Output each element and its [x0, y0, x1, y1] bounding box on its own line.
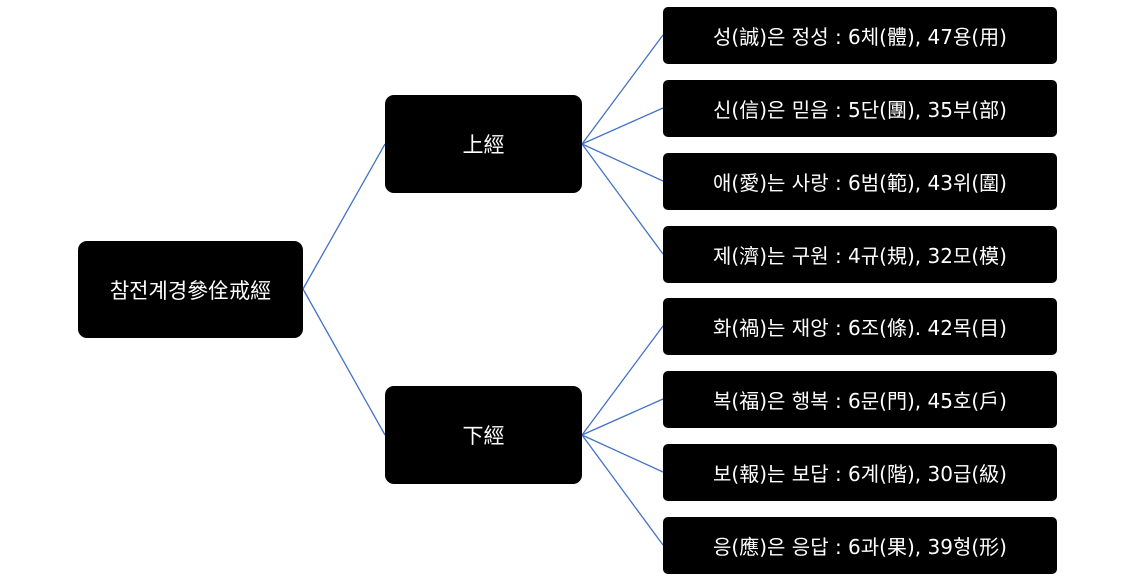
leaf-node-label: 보(報)는 보답 : 6계(階), 30급(級) — [713, 462, 1007, 486]
leaf-node-label: 애(愛)는 사랑 : 6범(範), 43위(圍) — [713, 171, 1007, 195]
connector-upper-to-leaf-2 — [581, 107, 664, 145]
connector-upper-to-leaf-3 — [581, 143, 664, 182]
connector-lower-to-leaf-5 — [581, 325, 664, 436]
connector-lower-to-leaf-6 — [581, 398, 664, 436]
root-node-chamjeon-gyegyeong: 참전계경參佺戒經 — [78, 241, 303, 338]
branch-node-label: 下經 — [462, 424, 505, 448]
branch-node-upper-scripture: 上經 — [385, 95, 582, 193]
connector-root-to-lower — [302, 288, 386, 436]
leaf-node-seong: 성(誠)은 정성 : 6체(體), 47용(用) — [663, 7, 1057, 64]
connector-lower-to-leaf-7 — [581, 434, 664, 473]
leaf-node-label: 화(禍)는 재앙 : 6조(條). 42목(目) — [713, 316, 1007, 340]
leaf-node-sin: 신(信)은 믿음 : 5단(團), 35부(部) — [663, 80, 1057, 137]
leaf-node-label: 복(福)은 행복 : 6문(門), 45호(戶) — [713, 389, 1007, 413]
leaf-node-je: 제(濟)는 구원 : 4규(規), 32모(模) — [663, 226, 1057, 283]
connector-upper-to-leaf-4 — [581, 143, 664, 255]
leaf-node-bok: 복(福)은 행복 : 6문(門), 45호(戶) — [663, 371, 1057, 428]
leaf-node-label: 성(誠)은 정성 : 6체(體), 47용(用) — [713, 25, 1007, 49]
leaf-node-bo: 보(報)는 보답 : 6계(階), 30급(級) — [663, 444, 1057, 501]
connector-upper-to-leaf-1 — [581, 34, 664, 145]
leaf-node-ae: 애(愛)는 사랑 : 6범(範), 43위(圍) — [663, 153, 1057, 210]
leaf-node-eung: 응(應)은 응답 : 6과(果), 39형(形) — [663, 517, 1057, 574]
leaf-node-hwa: 화(禍)는 재앙 : 6조(條). 42목(目) — [663, 298, 1057, 355]
leaf-node-label: 제(濟)는 구원 : 4규(規), 32모(模) — [713, 244, 1007, 268]
connector-root-to-upper — [302, 143, 386, 290]
branch-node-lower-scripture: 下經 — [385, 386, 582, 484]
leaf-node-label: 응(應)은 응답 : 6과(果), 39형(形) — [713, 535, 1007, 559]
root-node-label: 참전계경參佺戒經 — [109, 278, 272, 303]
branch-node-label: 上經 — [462, 133, 505, 157]
leaf-node-label: 신(信)은 믿음 : 5단(團), 35부(部) — [713, 98, 1007, 122]
connector-lower-to-leaf-8 — [581, 434, 664, 546]
